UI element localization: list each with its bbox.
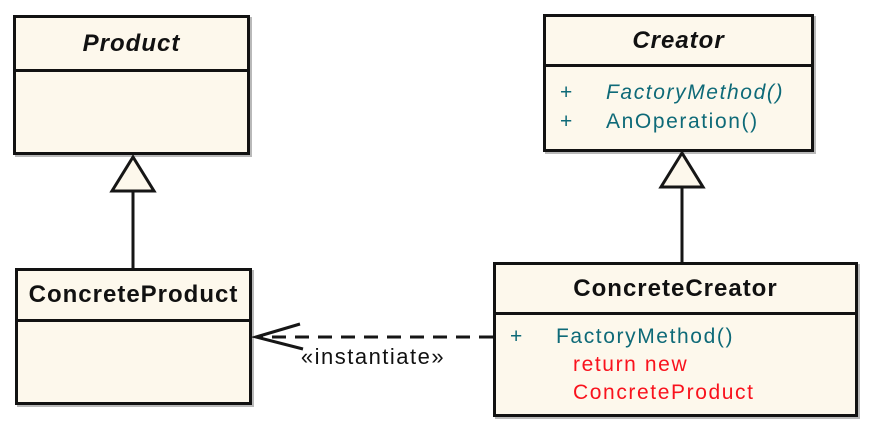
visibility-plus-icon: + [560, 81, 574, 104]
concrete-creator-method-factorymethod: + FactoryMethod() [496, 322, 855, 351]
method-note-line: return new [573, 353, 689, 376]
class-box-product: Product [13, 15, 250, 155]
class-title-concrete-creator: ConcreteCreator [496, 265, 855, 315]
generalization-arrow-left [109, 154, 157, 268]
class-title-creator: Creator [546, 17, 811, 67]
hollow-triangle-icon [658, 150, 706, 189]
instantiate-label: «instantiate» [300, 344, 446, 369]
visibility-plus-icon: + [510, 325, 524, 348]
generalization-arrow-right [658, 150, 706, 262]
class-box-creator: Creator + FactoryMethod() + AnOperation(… [543, 14, 814, 152]
visibility-plus-icon: + [560, 110, 574, 133]
method-signature: FactoryMethod() [606, 81, 785, 104]
method-signature: FactoryMethod() [556, 325, 735, 348]
class-body-creator: + FactoryMethod() + AnOperation() [546, 67, 811, 136]
method-note-line: ConcreteProduct [573, 381, 755, 404]
hollow-triangle-icon [109, 154, 157, 193]
class-title-product: Product [16, 18, 247, 72]
class-box-concrete-product: ConcreteProduct [15, 268, 252, 405]
class-body-concrete-creator: + FactoryMethod() return new ConcretePro… [496, 315, 855, 407]
method-signature: AnOperation() [606, 110, 759, 133]
creator-method-anoperation: + AnOperation() [546, 107, 811, 136]
class-box-concrete-creator: ConcreteCreator + FactoryMethod() return… [493, 262, 858, 417]
creator-method-factorymethod: + FactoryMethod() [546, 78, 811, 107]
class-title-concrete-product: ConcreteProduct [18, 271, 249, 322]
